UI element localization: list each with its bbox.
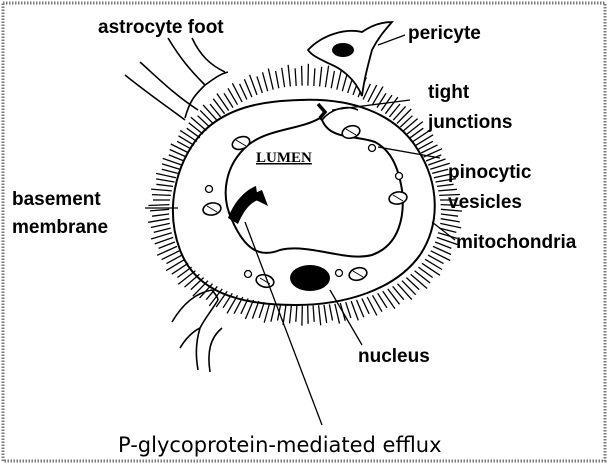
basement-membrane-hatch — [407, 122, 423, 135]
basement-membrane-hatch — [415, 271, 431, 283]
basement-membrane-hatch — [156, 179, 174, 182]
basement-membrane-hatch — [264, 303, 270, 323]
basement-membrane-hatch — [240, 84, 247, 100]
basement-membrane-hatch — [150, 209, 169, 211]
basement-membrane-hatch — [152, 214, 169, 216]
basement-membrane-hatch — [169, 155, 184, 161]
basement-membrane-hatch — [411, 274, 428, 288]
basement-membrane-hatch — [152, 195, 171, 196]
label-tight-line1: tight — [428, 82, 470, 103]
basement-membrane-hatch — [257, 76, 262, 93]
label-efflux: P-glycoprotein-mediated efflux — [118, 433, 442, 457]
basement-membrane-hatch — [413, 131, 428, 141]
basement-membrane-hatch — [325, 66, 328, 88]
basement-membrane-hatch — [151, 233, 172, 239]
basement-membrane-hatch — [385, 97, 398, 114]
endothelial-nucleus — [290, 265, 330, 291]
basement-membrane-hatch — [296, 306, 297, 322]
basement-membrane-hatch — [397, 109, 411, 124]
basement-membrane-hatch — [154, 228, 171, 232]
basement-membrane-hatch — [435, 242, 451, 248]
label-mitochondria: mitochondria — [456, 232, 577, 253]
basement-membrane-hatch — [244, 79, 252, 97]
basement-membrane-hatch — [250, 75, 257, 95]
label-tight-line2: junctions — [427, 112, 512, 133]
basement-membrane-hatch — [441, 219, 460, 222]
basement-membrane-hatch — [428, 159, 445, 165]
label-basement-line1: basement — [12, 189, 101, 210]
basement-membrane-hatch — [302, 66, 303, 86]
basement-membrane-hatch — [335, 304, 340, 324]
basement-membrane-hatch — [151, 189, 172, 191]
basement-membrane-hatch — [430, 163, 449, 169]
label-basement-line2: membrane — [12, 217, 108, 238]
basement-membrane-hatch — [268, 69, 273, 90]
basement-membrane-hatch — [351, 301, 358, 320]
basement-membrane-hatch — [180, 130, 197, 141]
basement-membrane-hatch — [438, 189, 457, 191]
basement-membrane-hatch — [440, 223, 461, 228]
basement-membrane-hatch — [320, 67, 322, 87]
basement-membrane-hatch — [151, 223, 170, 227]
basement-membrane-hatch — [288, 65, 290, 87]
basement-membrane-hatch — [295, 68, 296, 86]
basement-membrane-hatch — [308, 64, 309, 86]
basement-membrane-hatch — [398, 284, 412, 300]
basement-membrane-hatch — [200, 110, 213, 123]
basement-membrane-hatch — [329, 304, 332, 320]
basement-membrane-hatch — [148, 205, 169, 206]
basement-membrane-hatch — [156, 184, 173, 186]
basement-membrane-hatch — [259, 302, 264, 318]
basement-membrane-hatch — [314, 68, 315, 86]
basement-membrane-hatch — [416, 135, 433, 146]
basement-membrane-hatch — [346, 302, 351, 318]
basement-membrane-hatch — [437, 184, 454, 186]
basement-membrane-hatch — [432, 169, 448, 173]
label-nucleus: nucleus — [358, 346, 430, 367]
basement-membrane-hatch — [337, 71, 341, 90]
basement-membrane-hatch — [324, 305, 327, 323]
basement-membrane-hatch — [213, 99, 224, 114]
astrocyte-foot-lower — [172, 290, 222, 372]
label-astrocyte-foot: astrocyte foot — [98, 17, 224, 38]
basement-membrane-hatch — [383, 291, 395, 308]
basement-membrane-hatch — [252, 301, 258, 319]
basement-membrane-hatch — [172, 263, 188, 274]
basement-membrane-hatch — [162, 164, 180, 169]
basement-membrane-hatch — [402, 281, 416, 295]
basement-membrane-hatch — [404, 119, 418, 131]
basement-membrane-hatch — [290, 305, 292, 323]
basement-membrane-hatch — [362, 299, 369, 314]
label-lumen: LUMEN — [256, 150, 312, 166]
tight-junction-mark — [318, 104, 325, 118]
basement-membrane-hatch — [313, 306, 314, 322]
basement-membrane-hatch — [159, 242, 175, 248]
basement-membrane-hatch — [276, 71, 279, 88]
basement-membrane-hatch — [203, 105, 217, 120]
mitochondria-group — [202, 124, 408, 289]
basement-membrane-hatch — [156, 173, 176, 177]
basement-membrane-hatch — [263, 72, 268, 91]
basement-membrane-hatch — [217, 94, 229, 111]
basement-membrane-hatch — [148, 219, 169, 223]
basement-membrane-hatch — [282, 68, 285, 87]
basement-membrane-hatch — [271, 304, 275, 322]
label-pericyte: pericyte — [408, 23, 481, 44]
lumen-boundary — [226, 118, 403, 257]
basement-membrane-hatch — [162, 169, 178, 173]
label-pinocytic-line2: vesicles — [448, 192, 522, 213]
basement-membrane-hatch — [441, 214, 458, 216]
basement-membrane-hatch — [191, 117, 206, 130]
label-pinocytic-line1: pinocytic — [448, 162, 532, 183]
basement-membrane-hatch — [319, 305, 321, 325]
basement-membrane-hatch — [393, 106, 405, 120]
basement-membrane-hatch — [189, 123, 203, 134]
basement-membrane-hatch — [422, 263, 440, 275]
basement-membrane-hatch — [357, 300, 364, 317]
basement-membrane-hatch — [331, 71, 334, 88]
basement-membrane-hatch — [166, 259, 185, 270]
basement-membrane-hatch — [155, 237, 174, 244]
pericyte-nucleus — [332, 43, 354, 57]
